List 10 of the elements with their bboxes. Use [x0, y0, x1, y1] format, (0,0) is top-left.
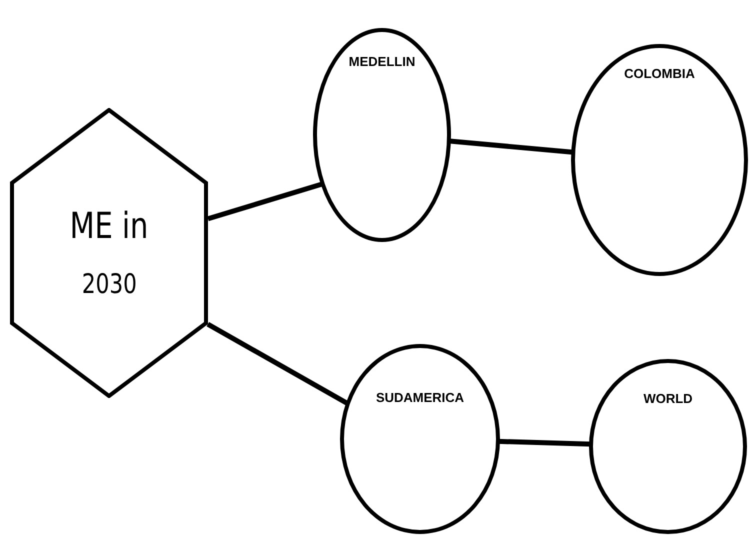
node-label: COLOMBIA: [624, 66, 695, 81]
hexagon-node: [10, 108, 208, 398]
node-label: SUDAMERICA: [376, 390, 464, 405]
node-label: 2030: [82, 269, 136, 300]
node-label: ME in: [70, 206, 148, 247]
node-label: WORLD: [643, 391, 693, 406]
connector-line: [498, 438, 592, 447]
connector-line: [448, 138, 574, 155]
connector-line: [207, 182, 324, 222]
node-label: MEDELLIN: [348, 54, 416, 69]
